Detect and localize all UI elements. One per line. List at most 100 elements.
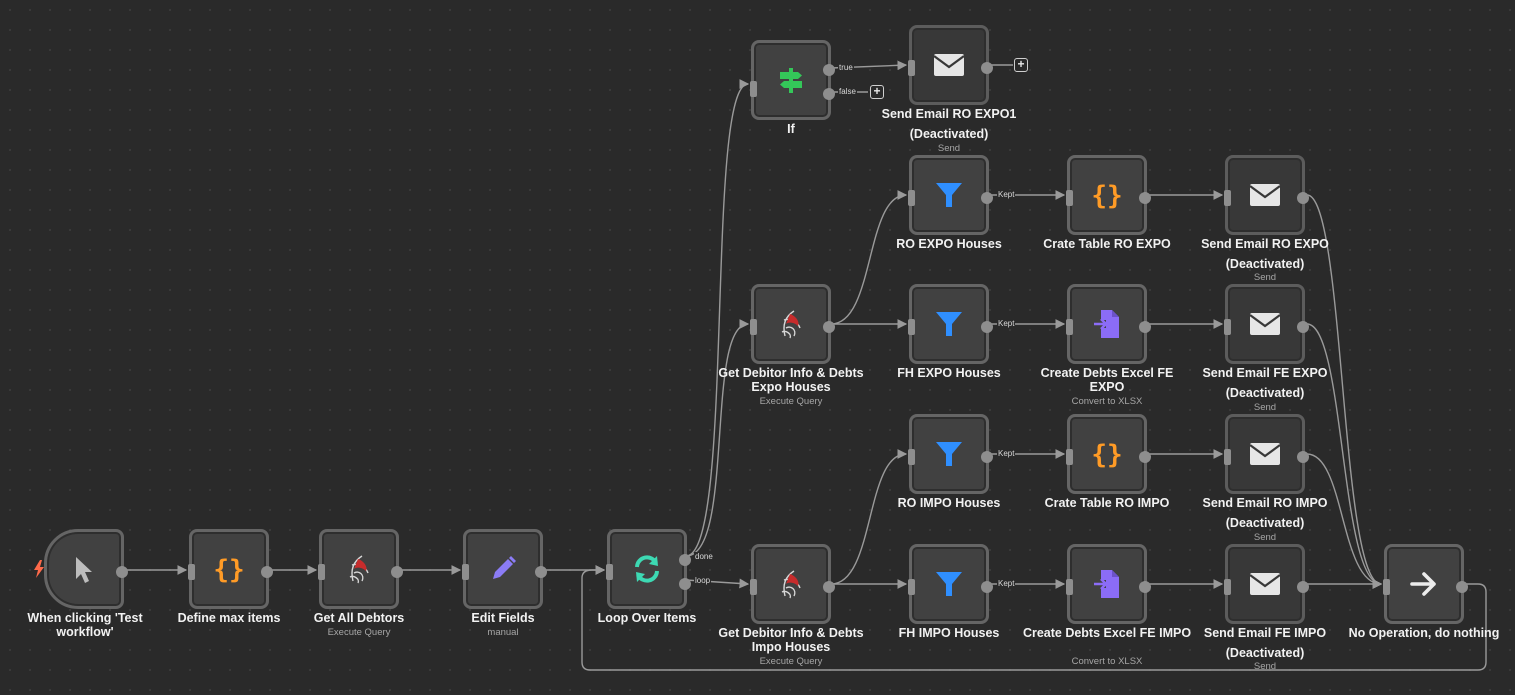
- envelope-icon: [1228, 547, 1302, 621]
- node-label: Edit Fields: [471, 611, 535, 625]
- output-handle[interactable]: [823, 321, 835, 333]
- output-handle[interactable]: [261, 566, 273, 578]
- output-handle[interactable]: [535, 566, 547, 578]
- node-fh-impo-houses[interactable]: [908, 544, 993, 624]
- node-subtitle: Send: [1253, 272, 1277, 283]
- output-handle[interactable]: [1297, 321, 1309, 333]
- braces-icon: {}: [192, 532, 266, 606]
- input-handle[interactable]: [908, 60, 915, 76]
- node-create-debts-excel-fe-expo[interactable]: [1066, 284, 1151, 364]
- node-no-operation[interactable]: [1383, 544, 1468, 624]
- input-handle[interactable]: [1224, 449, 1231, 465]
- node-send-email-ro-expo1[interactable]: [908, 25, 993, 105]
- input-handle[interactable]: [318, 564, 325, 580]
- node-label: FH EXPO Houses: [897, 366, 1001, 380]
- output-handle[interactable]: [391, 566, 403, 578]
- node-ro-expo-houses[interactable]: [908, 155, 993, 235]
- output-handle[interactable]: [1297, 451, 1309, 463]
- node-label: Crate Table RO EXPO: [1043, 237, 1171, 251]
- node-state: (Deactivated): [1225, 257, 1305, 271]
- output-handle[interactable]: [1297, 581, 1309, 593]
- node-define-max-items[interactable]: {}: [188, 529, 273, 609]
- input-handle[interactable]: [750, 319, 757, 335]
- input-handle[interactable]: [462, 564, 469, 580]
- node-label: Send Email RO IMPO: [1202, 496, 1328, 510]
- input-handle[interactable]: [606, 564, 613, 580]
- input-handle[interactable]: [908, 190, 915, 206]
- output-handle-loop[interactable]: [679, 578, 691, 590]
- input-handle[interactable]: [908, 579, 915, 595]
- filter-icon: [912, 417, 986, 491]
- node-crate-table-ro-impo[interactable]: {}: [1066, 414, 1151, 494]
- node-fh-expo-houses[interactable]: [908, 284, 993, 364]
- node-subtitle: Convert to XLSX: [1071, 656, 1143, 667]
- output-handle[interactable]: [1139, 581, 1151, 593]
- input-handle[interactable]: [908, 319, 915, 335]
- svg-text:{}: {}: [1091, 181, 1122, 211]
- refresh-icon: [610, 532, 684, 606]
- node-label: Loop Over Items: [597, 611, 697, 625]
- node-label: Define max items: [177, 611, 281, 625]
- output-handle[interactable]: [981, 321, 993, 333]
- node-create-debts-excel-fe-impo[interactable]: [1066, 544, 1151, 624]
- node-get-all-debtors[interactable]: [318, 529, 403, 609]
- output-handle-done[interactable]: [679, 554, 691, 566]
- input-handle[interactable]: [750, 579, 757, 595]
- output-handle[interactable]: [981, 581, 993, 593]
- edge-getimpo-roimpo: [830, 449, 908, 585]
- node-send-email-fe-impo[interactable]: [1224, 544, 1309, 624]
- output-handle[interactable]: [823, 581, 835, 593]
- node-if[interactable]: [750, 40, 835, 120]
- envelope-icon: [1228, 287, 1302, 361]
- node-get-debitor-expo[interactable]: [750, 284, 835, 364]
- output-handle[interactable]: [981, 451, 993, 463]
- node-state: (Deactivated): [1225, 516, 1305, 530]
- arrow-right-icon: [1387, 547, 1461, 621]
- output-handle-false[interactable]: [823, 88, 835, 100]
- node-subtitle: Execute Query: [759, 656, 823, 667]
- input-handle[interactable]: [1066, 449, 1073, 465]
- output-handle[interactable]: [1139, 451, 1151, 463]
- node-get-debitor-impo[interactable]: [750, 544, 835, 624]
- node-send-email-fe-expo[interactable]: [1224, 284, 1309, 364]
- input-handle[interactable]: [1224, 319, 1231, 335]
- node-crate-table-ro-expo[interactable]: {}: [1066, 155, 1151, 235]
- node-send-email-ro-impo[interactable]: [1224, 414, 1309, 494]
- output-handle[interactable]: [1456, 581, 1468, 593]
- output-handle[interactable]: [1139, 321, 1151, 333]
- output-handle[interactable]: [981, 192, 993, 204]
- input-handle[interactable]: [1066, 190, 1073, 206]
- node-edit-fields[interactable]: [462, 529, 547, 609]
- node-subtitle: Execute Query: [759, 396, 823, 407]
- input-handle[interactable]: [188, 564, 195, 580]
- node-ro-impo-houses[interactable]: [908, 414, 993, 494]
- input-handle[interactable]: [1224, 190, 1231, 206]
- output-handle[interactable]: [981, 62, 993, 74]
- node-manual-trigger[interactable]: [44, 529, 128, 609]
- edge-noop-loop-back: [581, 565, 1487, 671]
- node-subtitle: Convert to XLSX: [1071, 396, 1143, 407]
- input-handle[interactable]: [1066, 319, 1073, 335]
- add-node-plus-button[interactable]: +: [870, 85, 884, 99]
- input-handle[interactable]: [750, 81, 757, 97]
- input-handle[interactable]: [1224, 579, 1231, 595]
- node-label: RO IMPO Houses: [897, 496, 1001, 510]
- output-handle[interactable]: [1139, 192, 1151, 204]
- node-label: When clicking 'Test workflow': [27, 611, 143, 639]
- node-send-email-ro-expo[interactable]: [1224, 155, 1309, 235]
- node-subtitle: Send: [1253, 402, 1277, 413]
- node-loop-over-items[interactable]: [606, 529, 691, 609]
- add-node-plus-button[interactable]: +: [1014, 58, 1028, 72]
- filter-icon: [912, 287, 986, 361]
- svg-text:{}: {}: [1091, 440, 1122, 470]
- output-handle-true[interactable]: [823, 64, 835, 76]
- convert-file-icon: [1070, 547, 1144, 621]
- node-subtitle: Send: [1253, 661, 1277, 672]
- input-handle[interactable]: [1066, 579, 1073, 595]
- node-subtitle: Execute Query: [327, 627, 391, 638]
- output-handle[interactable]: [1297, 192, 1309, 204]
- output-handle[interactable]: [116, 566, 128, 578]
- input-handle[interactable]: [1383, 579, 1390, 595]
- input-handle[interactable]: [908, 449, 915, 465]
